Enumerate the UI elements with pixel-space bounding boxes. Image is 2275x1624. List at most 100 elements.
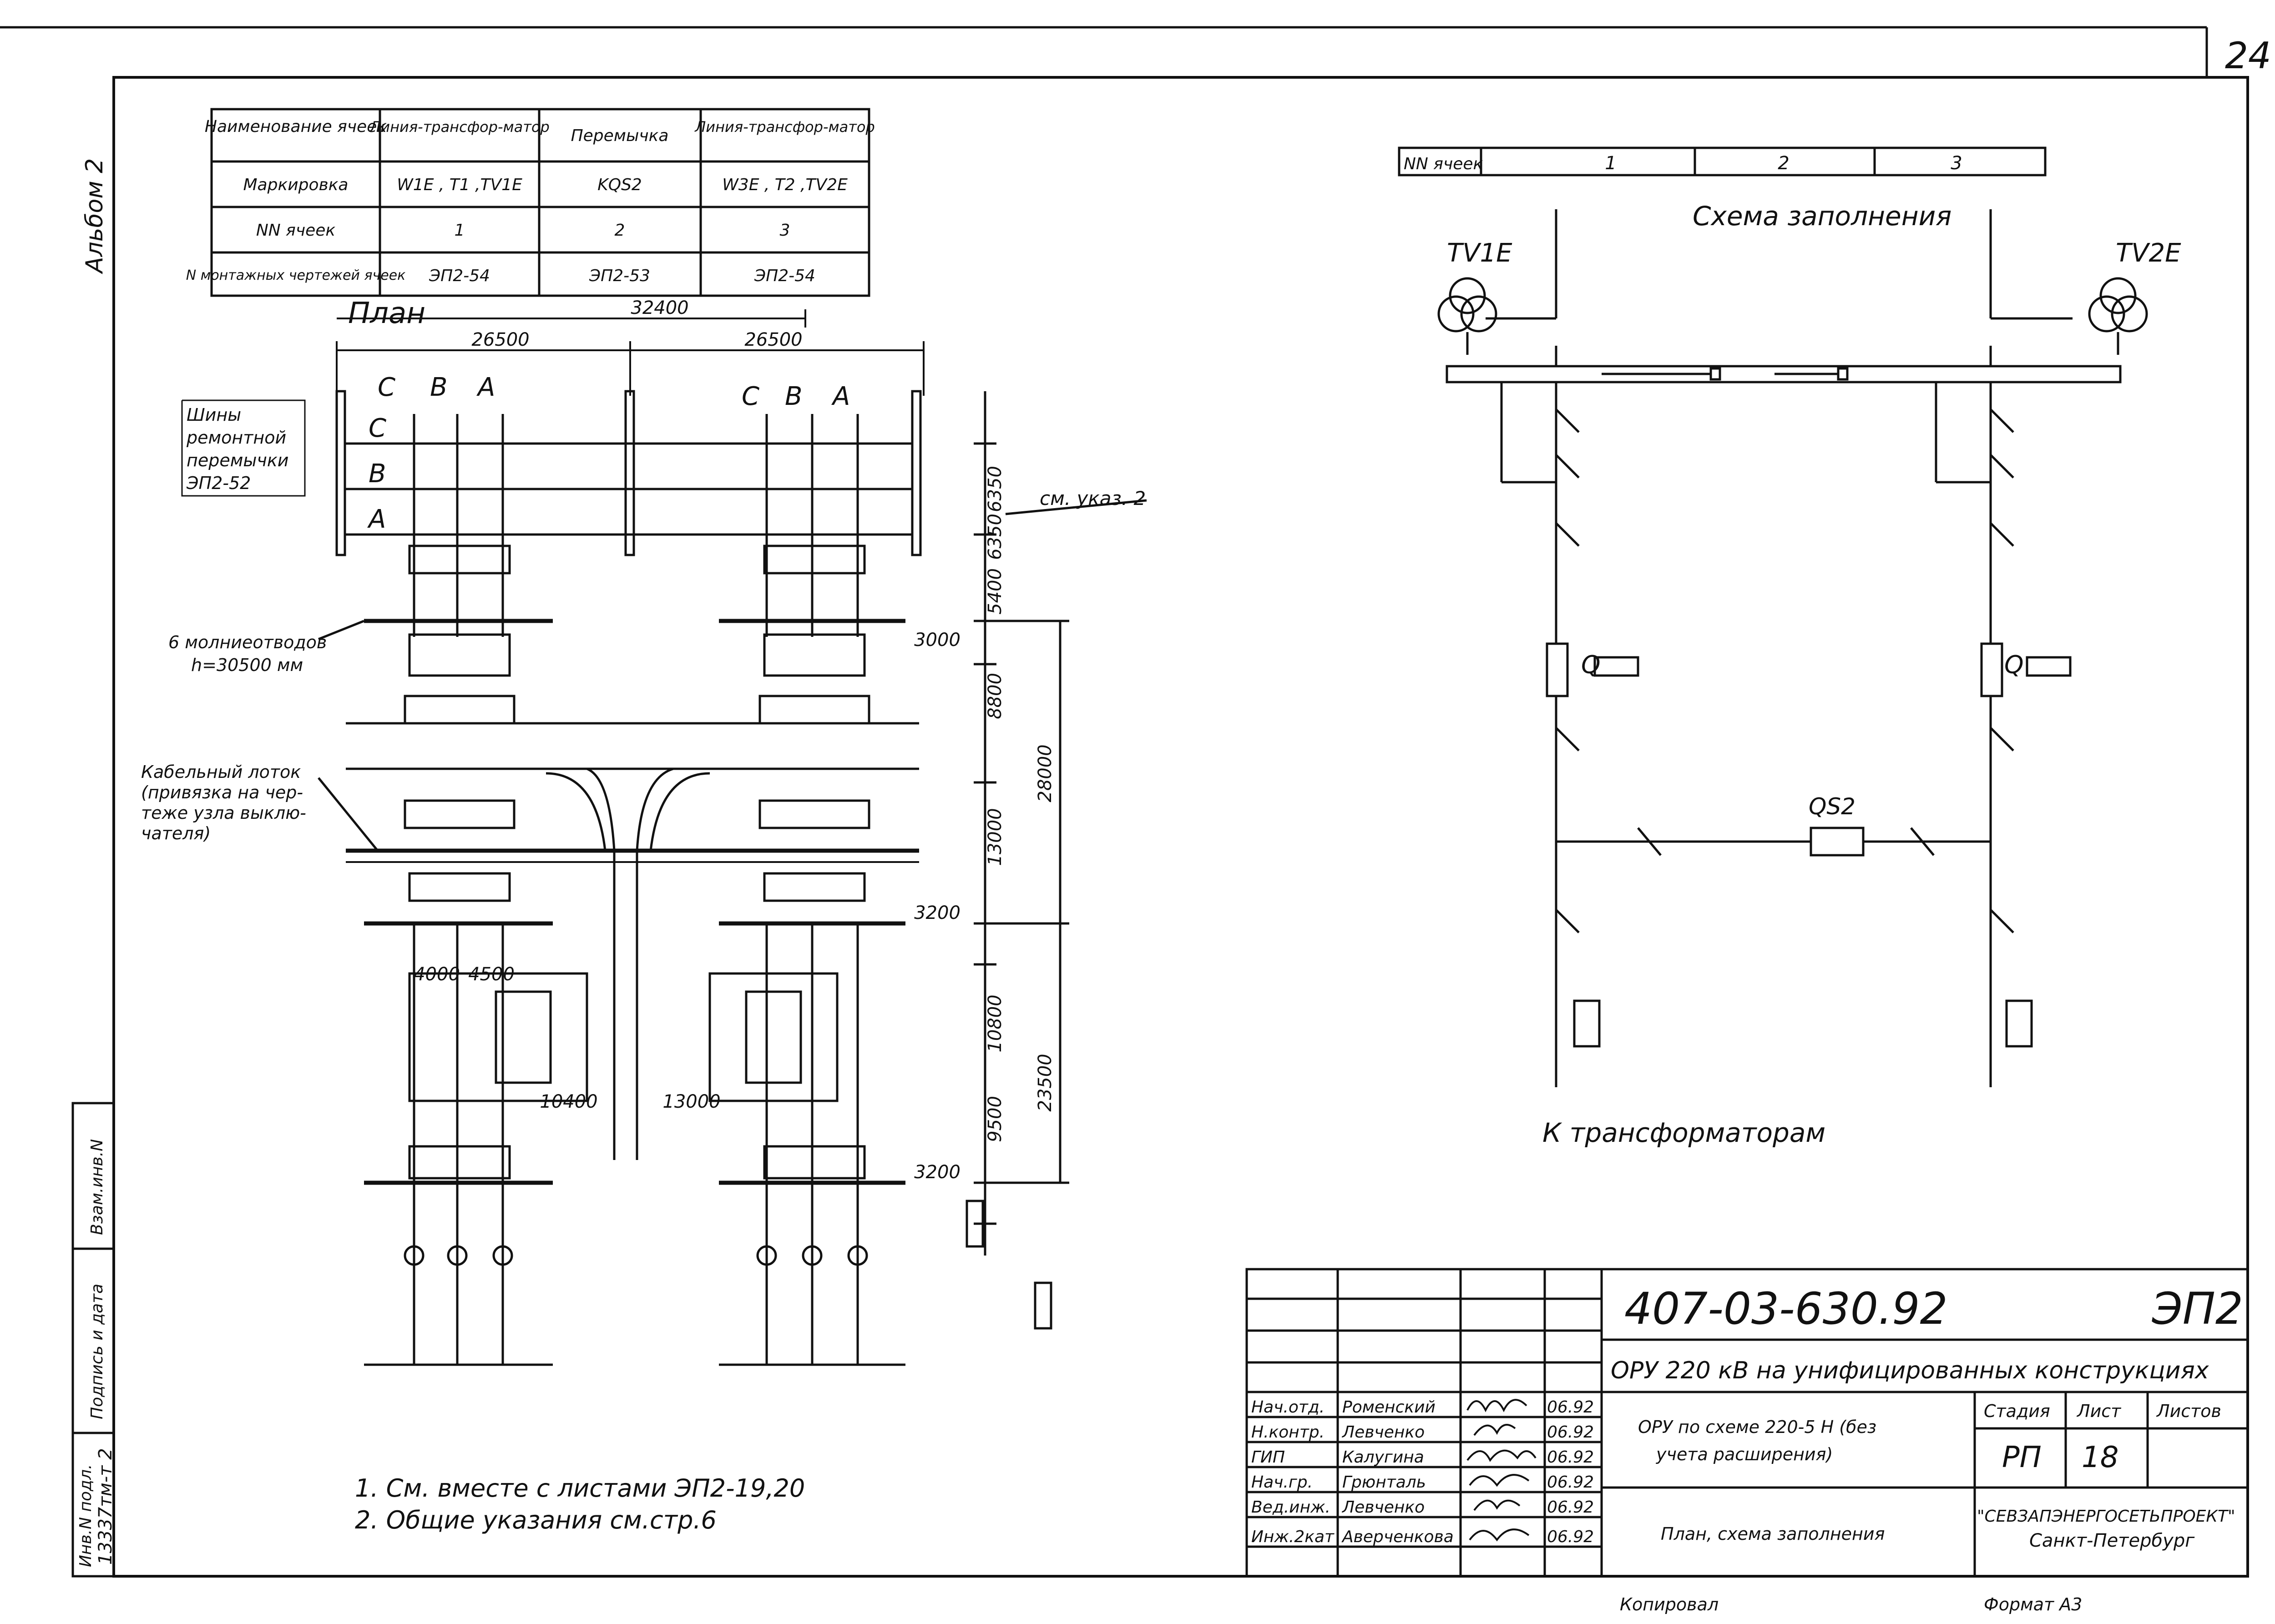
org-name: "СЕВЗАПЭНЕРГОСЕТЬПРОЕКТ" (1977, 1507, 2235, 1526)
cell-r2c2: 2 (615, 221, 625, 240)
sig-role-3: Нач.гр. (1251, 1473, 1313, 1492)
plan-drawing: План 32400 26500 26500 C B A C B A C B A (141, 297, 1147, 1534)
sig-role-1: Н.контр. (1251, 1423, 1325, 1442)
sig-role-5: Инж.2кат (1251, 1528, 1335, 1546)
busbars-label-3: ЭП2-52 (186, 473, 251, 493)
dim-h3: 10400 (540, 1091, 597, 1112)
sig-name-4: Левченко (1341, 1498, 1425, 1517)
cell-r1c3: W3E , T2 ,TV2E (722, 176, 848, 194)
format-label: Формат А3 (1984, 1594, 2082, 1614)
cells-table: Наименование ячеек Линия-трансфор-матор … (186, 108, 875, 297)
bridge-label: QS2 (1809, 793, 1855, 820)
sheet-desc-1: учета расширения) (1656, 1444, 1833, 1464)
album-label: Альбом 2 (81, 158, 108, 274)
dim-v7: 13000 (985, 808, 1006, 866)
sig-name-2: Калугина (1342, 1448, 1424, 1467)
busbars-label-2: перемычки (187, 450, 289, 470)
handwritten-signatures (1466, 1399, 1537, 1542)
org-city: Санкт-Петербург (2029, 1530, 2195, 1551)
busbars-label-0: Шины (187, 405, 241, 425)
project-title: ОРУ 220 кВ на унифицированных конструкци… (1611, 1357, 2209, 1384)
cable-tray-0: Кабельный лоток (141, 762, 301, 782)
bus-label-c: C (369, 414, 386, 443)
dim-v10: 9500 (985, 1096, 1006, 1142)
bus-label-a: A (367, 504, 386, 534)
dim-v1: 6350 (985, 466, 1006, 512)
single-line-schematic: NN ячеек 1 2 3 Схема заполнения TV1E TV2… (1398, 146, 2181, 1148)
cable-tray-1: (привязка на чер- (141, 782, 303, 802)
sig-role-4: Вед.инж. (1251, 1498, 1330, 1517)
sig-date-3: 06.92 (1547, 1473, 1594, 1492)
cell-r3c2: ЭП2-53 (589, 267, 650, 285)
dim-left-bay: 26500 (471, 329, 529, 350)
schematic-cell-1: 1 (1605, 153, 1616, 174)
sig-role-2: ГИП (1251, 1448, 1285, 1467)
side-label-inv: Инв.N подл. (76, 1464, 95, 1567)
cell-r2c3: 3 (780, 221, 790, 240)
busbars-label-1: ремонтной (186, 428, 286, 448)
side-label-replace: Взам.инв.N (88, 1139, 106, 1235)
phase-b-right: B (785, 382, 802, 411)
dim-v8: 3200 (914, 903, 961, 923)
dim-v5: 8800 (985, 673, 1006, 719)
cell-r2c1: 1 (455, 221, 465, 240)
dim-v6: 28000 (1035, 744, 1056, 802)
stage-value: РП (2002, 1441, 2042, 1474)
cell-r2c0: NN ячеек (256, 221, 336, 240)
plan-title: План (348, 297, 425, 330)
dim-v11: 23500 (1035, 1054, 1056, 1111)
drawing-title: План, схема заполнения (1661, 1524, 1885, 1544)
dim-v2: 6350 (985, 514, 1006, 560)
cell-r0c3: Линия-трансфор-матор (694, 118, 875, 136)
doc-code: 407-03-630.92 (1624, 1283, 1948, 1334)
drawing-frame (112, 76, 2249, 1578)
phase-c-left: C (378, 373, 395, 402)
schematic-cell-2: 2 (1778, 153, 1789, 174)
schematic-cell-3: 3 (1951, 153, 1962, 174)
phase-b-left: B (430, 373, 447, 402)
header-sheet: Лист (2076, 1401, 2122, 1421)
cell-r1c0: Маркировка (243, 176, 348, 194)
dim-v9: 10800 (985, 994, 1006, 1052)
to-transformers-label: К трансформаторам (1542, 1117, 1825, 1148)
dim-total-width: 32400 (631, 298, 688, 318)
sig-date-4: 06.92 (1547, 1498, 1594, 1517)
see-note-label: см. указ. 2 (1040, 487, 1146, 509)
tv-left-label: TV1E (1447, 238, 1512, 268)
cell-r3c0: N монтажных чертежей ячеек (186, 267, 406, 283)
sig-date-5: 06.92 (1547, 1528, 1594, 1546)
schematic-title: Схема заполнения (1693, 201, 1951, 232)
dim-right-bay: 26500 (744, 329, 802, 350)
note-1: 1. См. вместе с листами ЭП2-19,20 (355, 1474, 805, 1503)
sheet-number: 24 (2225, 35, 2271, 77)
cell-r1c2: KQS2 (597, 176, 642, 194)
breaker-right-label: Q (2004, 651, 2024, 679)
side-label-signature: Подпись и дата (88, 1284, 106, 1419)
sig-name-0: Роменский (1342, 1398, 1436, 1417)
dim-h1: 4000 (414, 964, 460, 985)
sig-name-5: Аверченкова (1341, 1528, 1454, 1546)
cell-r0c2: Перемычка (571, 126, 669, 145)
lightning-height: h=30500 мм (191, 655, 303, 675)
side-stamp: Взам.инв.N Подпись и дата Инв.N подл. 13… (71, 1102, 116, 1578)
cell-r0c0: Наименование ячеек (205, 117, 387, 136)
side-inv-value: 13337тм-т 2 (95, 1448, 116, 1565)
sheet-value: 18 (2082, 1441, 2118, 1474)
doc-section: ЭП2 (2152, 1283, 2243, 1334)
dim-h2: 4500 (468, 964, 515, 985)
cell-r3c1: ЭП2-54 (429, 267, 490, 285)
dim-v4: 3000 (914, 630, 961, 651)
cell-r1c1: W1E , T1 ,TV1E (397, 176, 522, 194)
cell-r3c3: ЭП2-54 (754, 267, 815, 285)
cell-r0c1: Линия-трансфор-матор (369, 118, 550, 136)
phase-a-left: A (476, 373, 495, 402)
phase-c-right: C (742, 382, 759, 411)
copied-by-label: Копировал (1620, 1594, 1719, 1614)
sig-date-0: 06.92 (1547, 1398, 1594, 1417)
sig-date-2: 06.92 (1547, 1448, 1594, 1467)
sig-role-0: Нач.отд. (1251, 1398, 1325, 1417)
dim-v12: 3200 (914, 1162, 961, 1183)
header-stage: Стадия (1984, 1401, 2050, 1421)
cable-tray-2: теже узла выклю- (141, 803, 306, 823)
